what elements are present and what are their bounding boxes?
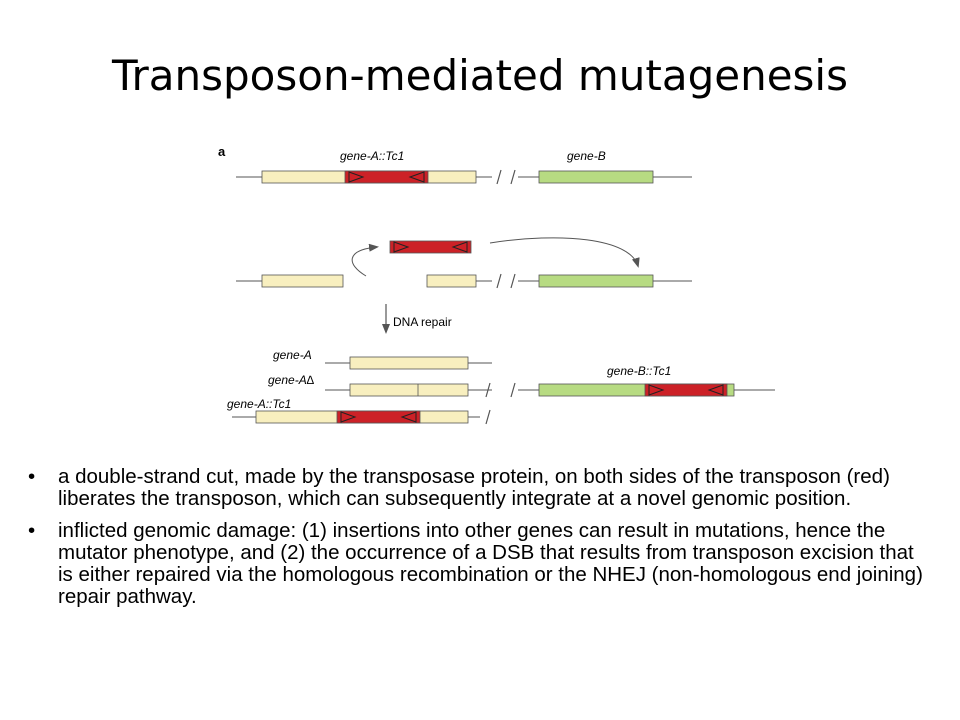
inverted-repeat-right-icon <box>648 384 665 396</box>
label-gene-a-delta: gene-A∆ <box>268 373 315 387</box>
label-gene-a-tc1-bottom: gene-A::Tc1 <box>227 397 291 411</box>
inverted-repeat-left-icon <box>400 411 417 423</box>
label-gene-a-tc1-top: gene-A::Tc1 <box>340 149 404 163</box>
integration-arrow <box>489 237 640 268</box>
transposon-block <box>644 383 728 397</box>
excision-arrow <box>351 243 379 277</box>
gene-a-block <box>349 356 469 370</box>
inverted-repeat-left-icon <box>408 171 425 183</box>
gene-a-tc1-row <box>232 410 480 424</box>
bullet-list: • a double-strand cut, made by the trans… <box>28 466 928 618</box>
gene-b-tc1-row <box>518 383 775 397</box>
inverted-repeat-left-icon <box>707 384 724 396</box>
gene-a-delta-row <box>325 383 492 397</box>
transposon-block <box>336 410 421 424</box>
gene-a-right-fragment <box>426 274 477 288</box>
label-gene-b-tc1: gene-B::Tc1 <box>607 364 671 378</box>
transposon-diagram: a gene-A::Tc1 gene-B DNA repair gene-A <box>218 144 775 425</box>
transposon-block <box>389 240 472 254</box>
bullet-item: • inflicted genomic damage: (1) insertio… <box>28 520 928 608</box>
break-mark <box>510 169 516 185</box>
break-mark <box>510 382 516 398</box>
break-mark <box>496 273 502 289</box>
inverted-repeat-right-icon <box>348 171 365 183</box>
gene-a-repaired-row <box>325 356 492 370</box>
bullet-text: a double-strand cut, made by the transpo… <box>58 465 890 510</box>
bullet-marker: • <box>28 465 36 488</box>
inverted-repeat-right-icon <box>340 411 357 423</box>
label-gene-a: gene-A <box>273 348 312 362</box>
gene-b-block <box>538 274 654 288</box>
gene-b-block <box>538 170 654 184</box>
break-mark <box>485 382 491 398</box>
bullet-marker: • <box>28 519 36 542</box>
bullet-text: inflicted genomic damage: (1) insertions… <box>58 519 923 608</box>
gene-a-block <box>349 383 469 397</box>
row-1-chromosome <box>236 169 692 185</box>
slide-title: Transposon-mediated mutagenesis <box>112 51 848 100</box>
gene-a-left-fragment <box>261 274 344 288</box>
excised-transposon <box>389 240 472 254</box>
label-gene-b: gene-B <box>567 149 606 163</box>
inverted-repeat-right-icon <box>393 241 410 253</box>
transposon-block <box>344 170 429 184</box>
label-dna-repair: DNA repair <box>393 315 452 329</box>
break-mark <box>485 409 491 425</box>
row-2-chromosome <box>236 273 692 289</box>
panel-label: a <box>218 144 226 159</box>
break-mark <box>510 273 516 289</box>
bullet-item: • a double-strand cut, made by the trans… <box>28 466 928 510</box>
break-mark <box>496 169 502 185</box>
inverted-repeat-left-icon <box>451 241 468 253</box>
